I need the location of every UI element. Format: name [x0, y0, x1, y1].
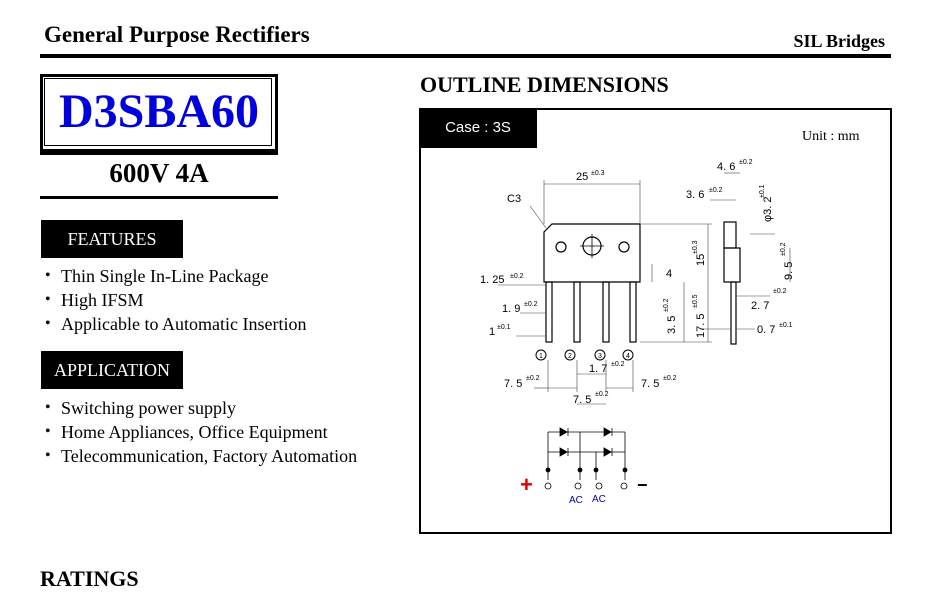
rating-rule-bottom [40, 196, 278, 199]
feature-item: High IFSM [41, 288, 306, 312]
document-title: General Purpose Rectifiers [44, 22, 310, 47]
dim-pitch-mid: 7. 5 [573, 394, 591, 406]
dim-4: 4 [666, 268, 672, 280]
application-heading: APPLICATION [41, 351, 183, 389]
features-list: Thin Single In-Line Package High IFSM Ap… [41, 264, 306, 336]
side-view-upper [723, 221, 737, 249]
dim-pitch-left-tol: ±0.2 [526, 375, 540, 382]
dim-side-height-tol: ±0.2 [780, 242, 787, 256]
dim-width-tol: ±0.3 [591, 170, 605, 177]
dim-lead-pos-tol: ±0.2 [773, 288, 787, 295]
outline-dimensions-title: OUTLINE DIMENSIONS [420, 72, 669, 97]
dim-pitch-right: 7. 5 [641, 378, 659, 390]
dim-pitch-mid-tol: ±0.2 [595, 391, 609, 398]
case-label: Case : 3S [419, 108, 537, 148]
dim-lead-length-tol: ±0.5 [692, 294, 699, 308]
unit-label: Unit : mm [802, 129, 860, 144]
feature-item: Applicable to Automatic Insertion [41, 312, 306, 336]
application-item: Telecommunication, Factory Automation [41, 444, 357, 468]
pin-3-marker [594, 349, 606, 361]
schematic-ac-1: AC [569, 495, 583, 506]
dim-thickness-tol: ±0.2 [739, 159, 753, 166]
side-view-lead [730, 281, 737, 345]
dim-lead-end: 1 [489, 326, 495, 338]
header-rule [40, 54, 891, 58]
dim-pitch-left: 7. 5 [504, 378, 522, 390]
schematic-plus: + [520, 472, 533, 497]
dim-lead-short: 3. 5 [666, 316, 678, 334]
lead-1 [545, 281, 553, 343]
package-drawing: 25 ±0.3 C3 1. 25 ±0.2 1. 9 ±0.2 1 ±0.1 4… [480, 159, 795, 506]
dim-pitch-right-tol: ±0.2 [663, 375, 677, 382]
dim-width: 25 [576, 171, 588, 183]
feature-item: Thin Single In-Line Package [41, 264, 306, 288]
body-hole-right [618, 241, 630, 253]
dim-body-height-tol: ±0.3 [692, 240, 699, 254]
lead-3 [602, 281, 610, 343]
dim-body-height: 15 [695, 254, 707, 266]
part-number-frame [40, 74, 278, 152]
application-list: Switching power supply Home Appliances, … [41, 396, 357, 468]
outline-drawing-frame [419, 108, 892, 534]
dim-hole-dia: φ3. 2 [762, 197, 774, 222]
bridge-schematic [544, 427, 628, 490]
dim-side-height: 9. 5 [783, 262, 795, 280]
pin-1-marker [535, 349, 547, 361]
dim-lead-short-tol: ±0.2 [663, 298, 670, 312]
document-category: SIL Bridges [793, 31, 885, 51]
dim-pitch-center-tol: ±0.2 [611, 361, 625, 368]
schematic-ac-2: AC [592, 494, 606, 505]
dim-lead-thickness: 0. 7 [757, 324, 775, 336]
pin-2-marker [564, 349, 576, 361]
dim-hole-offset-tol: ±0.2 [709, 187, 723, 194]
pin-2-label: 2 [568, 353, 572, 360]
body-hole-left [555, 241, 567, 253]
pin-3-label: 3 [598, 353, 602, 360]
pin-4-marker [622, 349, 634, 361]
application-item: Home Appliances, Office Equipment [41, 420, 357, 444]
dim-pitch-center: 1. 7 [589, 363, 607, 375]
dim-lead-end-tol: ±0.1 [497, 324, 511, 331]
dim-lead-width-tol: ±0.2 [524, 301, 538, 308]
pin-1-label: 1 [539, 353, 543, 360]
dim-lead-spacing: 1. 25 [480, 274, 504, 286]
lead-2 [573, 281, 581, 343]
part-rating: 600V 4A [109, 158, 209, 188]
dim-thickness: 4. 6 [717, 161, 735, 173]
pin-4-label: 4 [626, 353, 630, 360]
dim-lead-width: 1. 9 [502, 303, 520, 315]
dim-chamfer: C3 [507, 193, 521, 205]
dim-lead-pos: 2. 7 [751, 300, 769, 312]
dim-lead-spacing-tol: ±0.2 [510, 273, 524, 280]
lead-4 [629, 281, 637, 343]
package-body [543, 223, 641, 283]
application-item: Switching power supply [41, 396, 357, 420]
dim-lead-length: 17. 5 [695, 314, 707, 338]
ratings-heading: RATINGS [40, 566, 139, 591]
dim-hole-offset: 3. 6 [686, 189, 704, 201]
part-number: D3SBA60 [58, 85, 260, 138]
dim-lead-thickness-tol: ±0.1 [779, 322, 793, 329]
features-heading: FEATURES [41, 220, 183, 258]
dim-hole-dia-tol: ±0.1 [759, 184, 766, 198]
part-number-inner-frame [44, 78, 272, 146]
schematic-minus: − [637, 475, 648, 495]
rating-rule-top [40, 152, 278, 155]
side-view-body [723, 247, 741, 283]
